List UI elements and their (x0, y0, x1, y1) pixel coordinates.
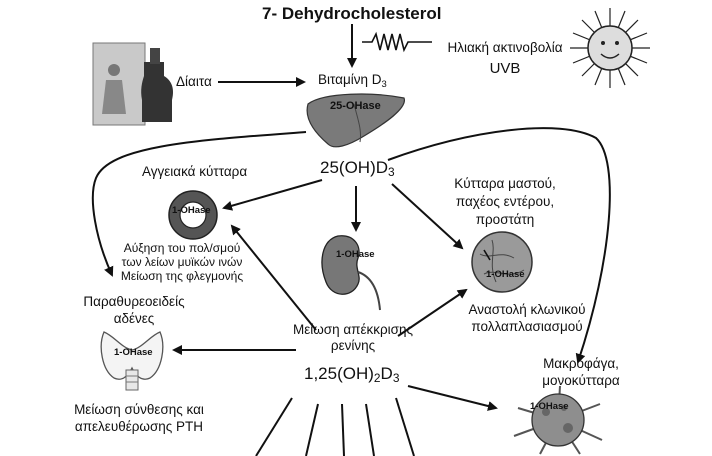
kidney-icon (321, 235, 381, 311)
radiating-line (255, 397, 293, 456)
blood-vessel-icon (168, 190, 218, 240)
arrow-calcidiol-to-tissues (391, 183, 464, 250)
calcitriol-text-2: D (380, 364, 393, 383)
calcidiol-subscript: 3 (388, 165, 395, 179)
page-title: 7- Dehydrocholesterol (262, 4, 442, 23)
macrophages-title-line-2: μονοκύτταρα (542, 373, 620, 388)
kidney-effect-line-2: ρενίνης (330, 338, 376, 353)
parathyroid-effect-line-1: Μείωση σύνθεσης και (74, 402, 204, 417)
tissues-enzyme-label: 1-OHase (486, 269, 525, 280)
liver-enzyme-label: 25-OHase (330, 100, 381, 112)
calcitriol-text-1: 1,25(OH) (304, 364, 374, 383)
arrow-calcitriol-to-tissues (397, 288, 468, 337)
macrophages-title-line-1: Μακροφάγα, (543, 356, 619, 371)
sun-label: Ηλιακή ακτινοβολία (447, 40, 563, 55)
parathyroid-enzyme-label: 1-OHase (114, 347, 153, 358)
sun-icon (570, 8, 650, 88)
calcitriol-label: 1,25(OH)2D3 (304, 364, 399, 386)
calcidiol-text: 25(OH)D (320, 158, 389, 177)
vitamin-d3-text: Βιταμίνη D (318, 72, 382, 87)
vitamin-d3-label: Βιταμίνη D3 (318, 72, 387, 91)
tissues-title-line-3: προστάτη (475, 212, 535, 227)
parathyroid-title-line-2: αδένες (113, 311, 155, 326)
radiating-line (305, 403, 319, 456)
arrow-calcidiol-to-vascular (222, 179, 323, 211)
tissues-effect-line-1: Αναστολή κλωνικού (468, 302, 586, 317)
vascular-effect-line-1: Αύξηση του πολ/σμού (123, 241, 241, 255)
diet-food-picture (92, 42, 174, 126)
radiating-line (341, 403, 345, 456)
arrow-liver-to-macrophages (387, 127, 611, 364)
macrophage-cell-icon (513, 385, 603, 455)
parathyroid-title-line-1: Παραθυρεοειδείς (83, 294, 185, 309)
tissues-title-line-1: Κύτταρα μαστού, (454, 176, 556, 191)
arrow-calcitriol-to-macrophages (407, 385, 498, 411)
calcitriol-sub-2: 3 (392, 371, 400, 385)
vascular-effect-line-3: Μείωση της φλεγμονής (120, 269, 244, 283)
calcidiol-label: 25(OH)D3 (320, 158, 395, 180)
radiating-line (395, 397, 415, 456)
vascular-effect-line-2: των λείων μυϊκών ινών (121, 255, 243, 269)
calcitriol-sub-1: 2 (373, 371, 381, 385)
radiating-line (365, 403, 375, 456)
macrophages-enzyme-label: 1-OHase (530, 401, 569, 412)
uvb-wave (362, 31, 432, 53)
tissues-title-line-2: παχέος εντέρου, (455, 194, 555, 209)
diet-label: Δίαιτα (176, 74, 212, 89)
kidney-effect-line-1: Μείωση απέκκρισης (292, 322, 414, 337)
vitamin-d3-subscript: 3 (381, 79, 387, 90)
vascular-title: Αγγειακά κύτταρα (142, 164, 248, 179)
vascular-enzyme-label: 1-OHase (172, 205, 211, 216)
uvb-label: UVB (489, 60, 521, 77)
arrow-liver-to-parathyroid (91, 131, 307, 277)
parathyroid-effect-line-2: απελευθέρωσης PTH (74, 419, 204, 434)
tissue-cells-icon (471, 231, 533, 293)
arrow-calcitriol-to-vascular (230, 224, 317, 331)
kidney-enzyme-label: 1-OHase (336, 249, 375, 260)
parathyroid-gland-icon (100, 331, 164, 391)
liver-icon (306, 93, 405, 148)
tissues-effect-line-2: πολλαπλασιασμού (471, 319, 583, 334)
